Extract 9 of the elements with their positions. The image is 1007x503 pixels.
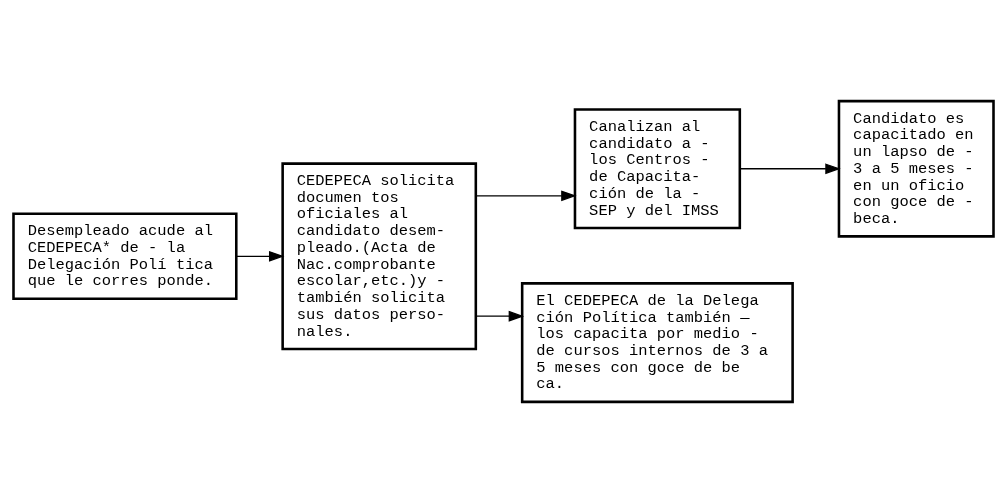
arrow — [475, 310, 525, 322]
arrow — [235, 250, 285, 262]
node-box: Desempleado acude al CEDEPECA* de - la Delegación Polí tica que le corres ponde. — [12, 212, 238, 301]
node-box: El CEDEPECA de la Delega ción Política también — los capacita por medio - de cursos internos de 3 a 5 meses con goce de be ca. — [520, 282, 794, 404]
arrow — [475, 190, 577, 202]
arrow — [739, 163, 841, 175]
node-box: Candidato es capacitado en un lapso de - 3 a 5 meses - en un oficio con goce de - beca. — [837, 99, 995, 238]
node-box: CEDEPECA solicita documen tos oficiales al candidato desem- pleado.(Acta de Nac.comprobante escolar,etc.)y - también solicita sus datos perso- nales. — [281, 162, 478, 351]
node-box: Canalizan al candidato a - los Centros - de Capacita- ción de la - SEP y del IMSS — [573, 108, 742, 230]
